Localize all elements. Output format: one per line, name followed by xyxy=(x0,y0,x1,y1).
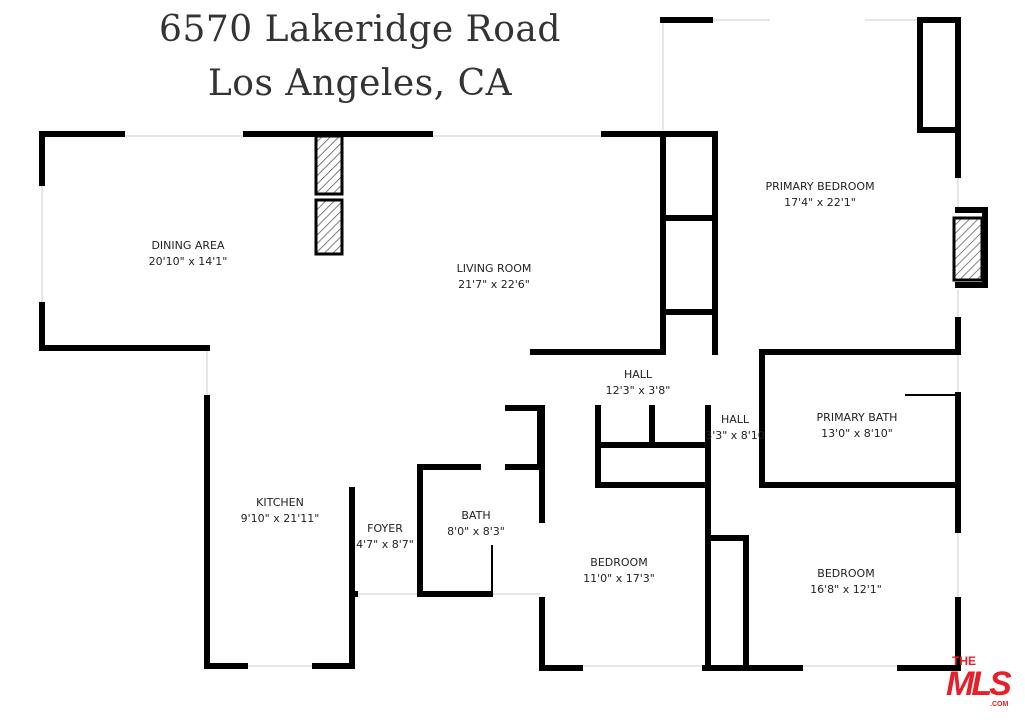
room-bedroom-2: BEDROOM 16'8" x 12'1" xyxy=(810,566,882,598)
fireplace-right xyxy=(952,216,984,282)
room-dims: 16'8" x 12'1" xyxy=(810,583,882,596)
room-dims: 17'4" x 22'1" xyxy=(784,196,856,209)
room-name: FOYER xyxy=(367,522,403,535)
room-dims: 11'0" x 17'3" xyxy=(583,572,655,585)
room-name: BEDROOM xyxy=(590,556,648,569)
room-name: PRIMARY BATH xyxy=(816,411,898,424)
walls xyxy=(39,17,988,671)
room-dims: 4'7" x 8'7" xyxy=(356,538,414,551)
room-dims: 12'3" x 3'8" xyxy=(605,384,671,397)
room-dims: 13'0" x 8'10" xyxy=(821,427,893,440)
room-dining-area: DINING AREA 20'10" x 14'1" xyxy=(149,238,228,270)
room-bath: BATH 8'0" x 8'3" xyxy=(447,508,505,540)
room-primary-bath: PRIMARY BATH 13'0" x 8'10" xyxy=(817,410,898,442)
logo-mls: MLS xyxy=(946,665,1012,703)
address-line1: 6570 Lakeridge Road xyxy=(159,9,561,50)
room-name: PRIMARY BEDROOM xyxy=(765,180,875,193)
room-living-room: LIVING ROOM 21'7" x 22'6" xyxy=(457,261,532,293)
room-dims: 8'0" x 8'3" xyxy=(447,525,505,538)
logo-the: THE xyxy=(952,654,976,668)
thin-walls xyxy=(41,19,959,667)
room-dims: 3'3" x 8'10 xyxy=(705,429,765,442)
room-bedroom: BEDROOM 11'0" x 17'3" xyxy=(583,555,655,587)
room-dims: 21'7" x 22'6" xyxy=(458,278,530,291)
room-kitchen: KITCHEN 9'10" x 21'11" xyxy=(241,495,320,527)
room-hall-2: HALL 3'3" x 8'10 xyxy=(705,412,765,444)
room-dims: 20'10" x 14'1" xyxy=(148,255,228,268)
room-dims: 9'10" x 21'11" xyxy=(240,512,320,525)
room-name: DINING AREA xyxy=(151,239,225,252)
room-name: BATH xyxy=(461,509,491,522)
room-foyer: FOYER 4'7" x 8'7" xyxy=(356,521,414,553)
logo-com: .COM xyxy=(990,701,1009,708)
address-line2: Los Angeles, CA xyxy=(207,63,513,104)
room-name: HALL xyxy=(720,413,750,426)
room-name: KITCHEN xyxy=(256,496,304,509)
mls-logo: THE MLS .COM xyxy=(944,655,1022,711)
room-hall: HALL 12'3" x 3'8" xyxy=(606,367,671,399)
room-name: BEDROOM xyxy=(817,567,875,580)
room-name: HALL xyxy=(623,368,653,381)
fireplace-left xyxy=(314,134,344,256)
room-name: LIVING ROOM xyxy=(456,262,532,275)
room-primary-bedroom: PRIMARY BEDROOM 17'4" x 22'1" xyxy=(765,179,874,211)
